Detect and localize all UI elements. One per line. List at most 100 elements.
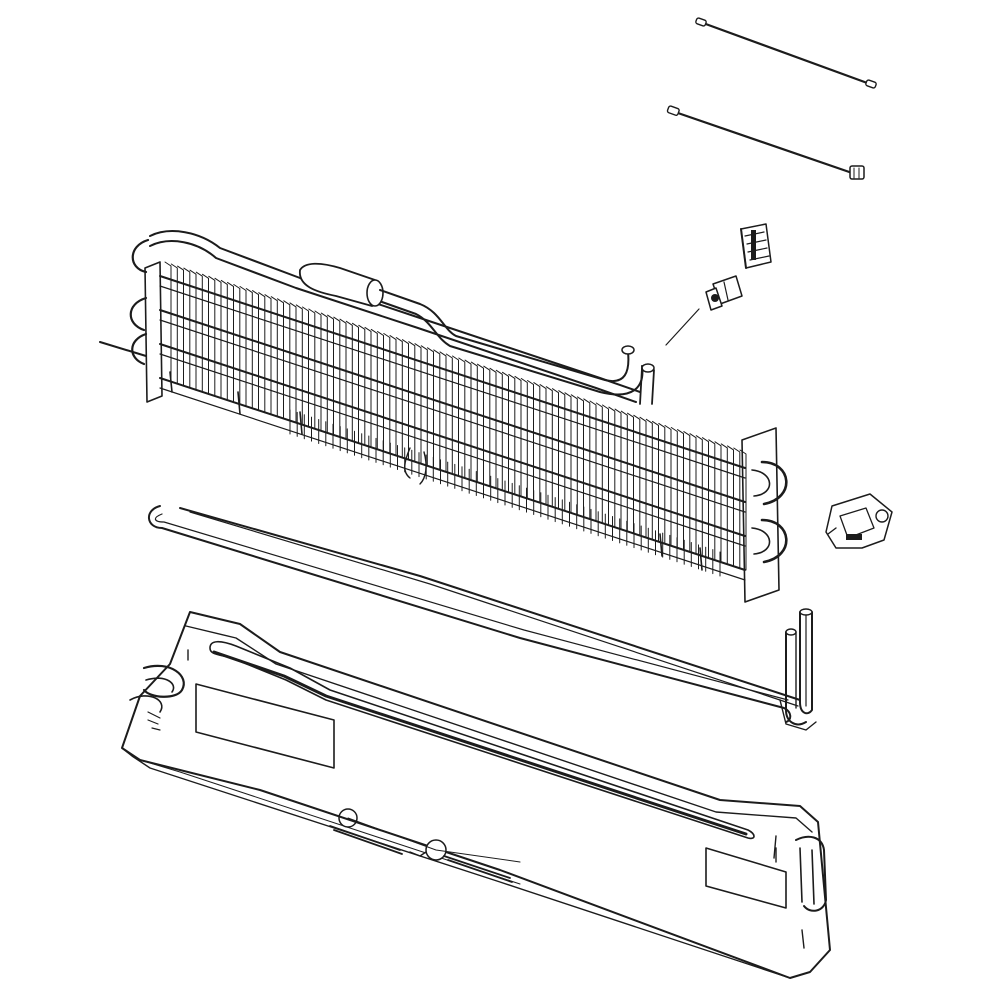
fin <box>502 371 509 493</box>
fin <box>208 275 216 397</box>
fin <box>714 441 722 563</box>
fin <box>608 406 616 528</box>
fin <box>214 277 222 399</box>
fin <box>270 296 278 418</box>
fin <box>408 341 416 463</box>
fin <box>464 359 472 481</box>
fin <box>320 312 328 434</box>
terminal-bracket[interactable] <box>825 493 893 549</box>
fin <box>295 304 303 426</box>
fin <box>508 373 516 495</box>
fin <box>177 265 184 387</box>
fin <box>183 267 191 389</box>
fin <box>545 386 553 508</box>
fin <box>658 422 666 544</box>
fin <box>289 302 297 424</box>
fin <box>495 369 503 491</box>
fin <box>733 447 741 569</box>
fin <box>458 357 466 479</box>
fin <box>627 412 634 534</box>
fin <box>233 284 241 405</box>
fin <box>352 322 359 444</box>
fin <box>327 314 334 436</box>
fin <box>639 416 647 538</box>
fin <box>283 300 291 422</box>
wire-harness-with-connector[interactable] <box>666 105 865 180</box>
fin <box>277 298 284 420</box>
fin <box>708 439 716 561</box>
fin <box>414 343 422 465</box>
fin <box>308 308 316 430</box>
fin <box>552 388 559 510</box>
fin <box>345 320 353 442</box>
fin <box>564 392 572 514</box>
fin <box>664 425 672 546</box>
fin <box>395 337 403 459</box>
fin <box>477 363 484 485</box>
fin <box>677 429 684 551</box>
fin <box>333 316 341 438</box>
fin <box>520 378 528 499</box>
fin <box>539 384 547 506</box>
fin <box>739 449 747 571</box>
fin <box>595 402 603 524</box>
fin <box>427 347 434 469</box>
fin <box>370 328 378 450</box>
fin <box>602 404 609 526</box>
fin <box>702 437 709 559</box>
fin <box>620 410 628 532</box>
fin <box>339 318 347 440</box>
fin <box>445 353 453 475</box>
fin <box>558 390 566 512</box>
fin <box>589 400 597 522</box>
fin <box>433 349 441 471</box>
fin <box>583 398 591 520</box>
fin <box>302 306 309 428</box>
fin <box>652 420 659 542</box>
fin <box>377 331 384 452</box>
fin <box>533 382 541 504</box>
fin <box>514 375 522 497</box>
fin <box>164 261 172 383</box>
fin <box>239 286 247 407</box>
fin <box>645 418 653 540</box>
fin <box>614 408 622 530</box>
drain-pan[interactable] <box>121 611 831 979</box>
fin <box>314 310 322 432</box>
fin <box>439 351 447 473</box>
defrost-thermostat[interactable] <box>665 275 743 346</box>
fin <box>689 433 697 555</box>
fin <box>189 269 197 391</box>
fin <box>170 263 178 385</box>
fin <box>227 281 234 403</box>
thermal-fuse-clip[interactable] <box>740 223 772 269</box>
fin <box>364 326 372 448</box>
fin <box>358 324 366 446</box>
fin <box>720 443 728 565</box>
fin <box>402 339 409 461</box>
fin <box>252 290 259 412</box>
fin <box>483 365 491 487</box>
fin <box>245 288 253 410</box>
fin <box>389 335 397 457</box>
fin <box>420 345 428 467</box>
fin <box>258 292 266 414</box>
evaporator-coil[interactable] <box>99 230 788 603</box>
fin <box>527 380 534 501</box>
fin <box>570 394 578 516</box>
fin <box>452 355 459 477</box>
fin <box>633 414 641 536</box>
fin <box>195 271 203 393</box>
fin <box>727 445 734 567</box>
fin <box>489 367 497 489</box>
fin <box>683 431 691 553</box>
evaporator-fins <box>164 261 747 577</box>
fin <box>670 427 678 548</box>
defrost-heater[interactable] <box>148 505 817 731</box>
wire-harness-short[interactable] <box>695 17 877 89</box>
fin <box>220 279 228 401</box>
fin <box>577 396 584 518</box>
fin <box>202 273 209 395</box>
fin <box>695 435 703 557</box>
